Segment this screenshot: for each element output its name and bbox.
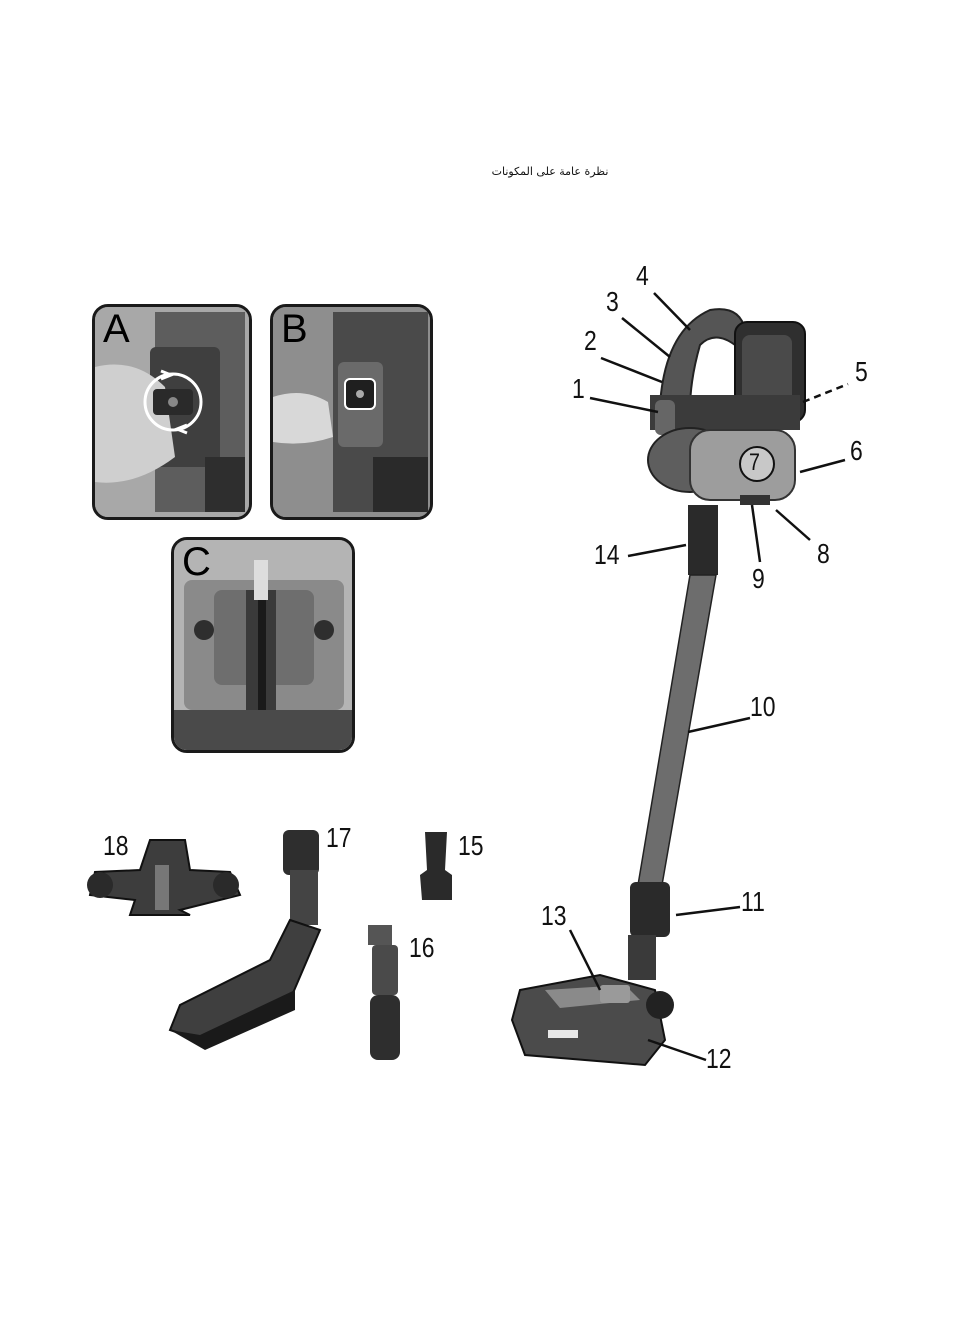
callout-15: 15: [458, 832, 484, 860]
callout-7: 7: [749, 451, 760, 475]
callout-2: 2: [584, 327, 597, 355]
callout-18: 18: [103, 832, 129, 860]
callout-13: 13: [541, 902, 567, 930]
callout-9: 9: [752, 565, 765, 593]
callout-14: 14: [594, 541, 620, 569]
vacuum-tube: [628, 505, 718, 980]
callout-4: 4: [636, 262, 649, 290]
vacuum-main-unit: [648, 309, 805, 505]
adapter-accessory: [420, 832, 452, 900]
callout-3: 3: [606, 288, 619, 316]
callout-17: 17: [326, 824, 352, 852]
callout-8: 8: [817, 540, 830, 568]
callout-16: 16: [409, 934, 435, 962]
callout-5: 5: [855, 358, 868, 386]
callout-6: 6: [850, 437, 863, 465]
floor-brush-head: [512, 975, 674, 1065]
callout-1: 1: [572, 375, 585, 403]
crevice-brush-accessory: [368, 925, 400, 1060]
callout-12: 12: [706, 1045, 732, 1073]
callout-11: 11: [741, 888, 765, 916]
soft-brush-accessory: [170, 830, 320, 1050]
callout-10: 10: [750, 693, 776, 721]
